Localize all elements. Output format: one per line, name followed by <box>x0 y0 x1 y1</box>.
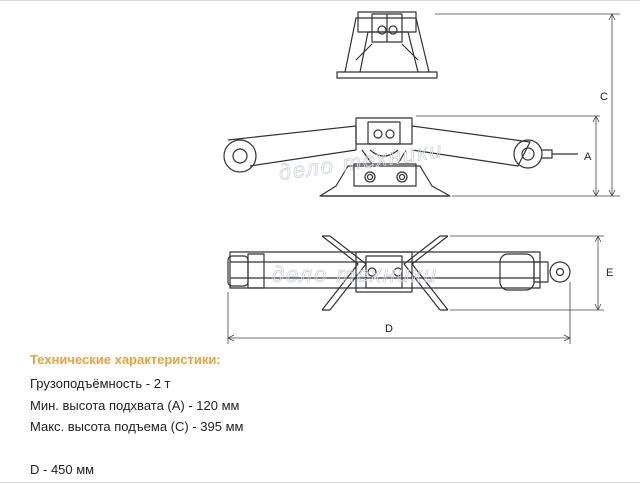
specs-title: Технические характеристики: <box>30 352 221 367</box>
spec-min-height: Мин. высота подхвата (A) - 120 мм <box>30 398 240 413</box>
watermark-bottom: дело техники <box>272 262 438 287</box>
spec-max-height: Макс. высота подъема (C) - 395 мм <box>30 419 244 434</box>
dimension-label-c: C <box>600 91 608 103</box>
top-border <box>0 0 640 1</box>
dimension-label-e: E <box>606 267 613 279</box>
spec-capacity: Грузоподъёмность - 2 т <box>30 376 171 391</box>
spec-length: D - 450 мм <box>30 462 95 477</box>
jack-side-view <box>223 117 578 197</box>
scissor-jack-technical-drawing: дело техники дело техники C A E D <box>223 11 620 344</box>
dimension-label-a: A <box>584 151 592 163</box>
jack-end-view <box>336 11 438 79</box>
jack-top-view <box>227 235 571 311</box>
bottom-border <box>0 482 640 483</box>
dimension-lines <box>227 13 620 344</box>
dimension-label-d: D <box>385 323 393 335</box>
